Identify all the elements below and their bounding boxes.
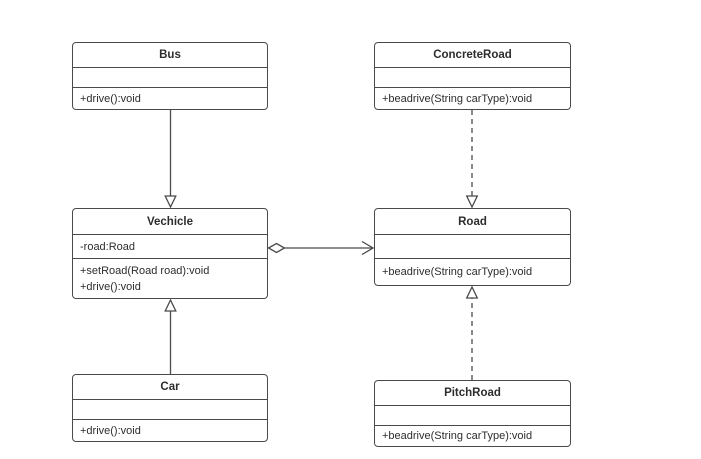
class-methods: +drive():void: [73, 88, 267, 109]
class-name: PitchRoad: [375, 381, 570, 406]
method-item: +beadrive(String carType):void: [382, 92, 533, 105]
attribute-item: -road:Road: [80, 240, 136, 253]
class-name: Car: [73, 375, 267, 400]
class-methods: +drive():void: [73, 420, 267, 441]
edge-aggregation-vechicle-road: [267, 240, 375, 256]
class-name: Vechicle: [73, 209, 267, 235]
method-item: +drive():void: [80, 92, 141, 105]
hollow-triangle-icon: [465, 195, 479, 209]
method-item: +beadrive(String carType):void: [382, 430, 533, 442]
class-box-concrete-road: ConcreteRoad +beadrive(String carType):v…: [374, 42, 571, 110]
class-methods: +setRoad(Road road):void +drive():void: [73, 259, 267, 298]
method-item: +drive():void: [80, 280, 141, 293]
class-attributes: [375, 68, 570, 88]
class-box-car: Car +drive():void: [72, 374, 268, 442]
class-box-pitch-road: PitchRoad +beadrive(String carType):void: [374, 380, 571, 447]
class-box-vechicle: Vechicle -road:Road +setRoad(Road road):…: [72, 208, 268, 299]
method-item: +setRoad(Road road):void: [80, 264, 210, 277]
class-attributes: [73, 400, 267, 420]
class-attributes: [375, 406, 570, 426]
edge-realization-concreteroad-road: [465, 110, 479, 209]
hollow-diamond-icon: [267, 242, 286, 254]
method-item: +beadrive(String carType):void: [382, 266, 533, 278]
class-methods: +beadrive(String carType):void: [375, 426, 570, 446]
edge-generalization-car-vechicle: [164, 298, 177, 374]
method-item: +drive():void: [80, 424, 141, 437]
edge-realization-pitchroad-road: [465, 285, 479, 380]
class-attributes: -road:Road: [73, 235, 267, 259]
class-attributes: [73, 68, 267, 88]
hollow-triangle-icon: [465, 285, 479, 299]
edge-generalization-bus-vechicle: [164, 110, 177, 209]
class-name: ConcreteRoad: [375, 43, 570, 68]
hollow-triangle-icon: [164, 195, 177, 209]
hollow-triangle-icon: [164, 298, 177, 312]
class-methods: +beadrive(String carType):void: [375, 259, 570, 285]
open-arrow-icon: [361, 240, 375, 256]
class-attributes: [375, 235, 570, 259]
class-box-bus: Bus +drive():void: [72, 42, 268, 110]
class-name: Road: [375, 209, 570, 235]
class-methods: +beadrive(String carType):void: [375, 88, 570, 109]
class-box-road: Road +beadrive(String carType):void: [374, 208, 571, 286]
class-name: Bus: [73, 43, 267, 68]
